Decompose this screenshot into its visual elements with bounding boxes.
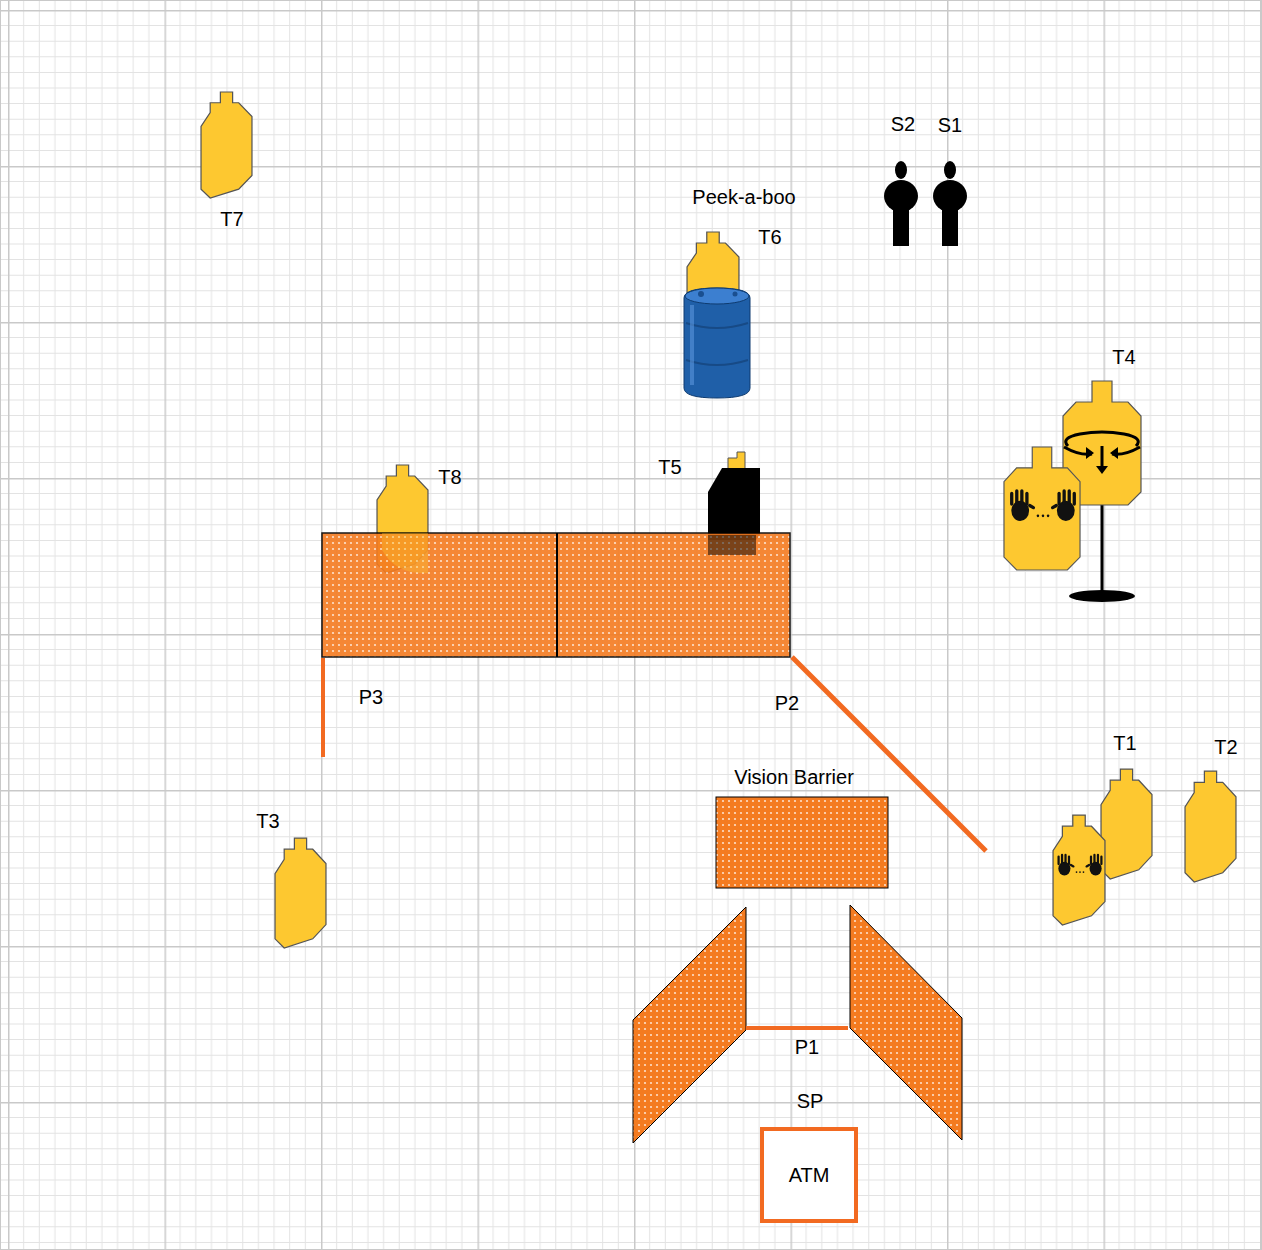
target-number: T6	[758, 226, 781, 248]
shooter-marker: S1	[938, 114, 962, 136]
target-number: T2	[1214, 736, 1237, 758]
box-text: ATM	[789, 1164, 830, 1187]
barrier-label: Vision Barrier	[734, 766, 854, 788]
target-number: T7	[220, 208, 243, 230]
position-marker: P2	[775, 692, 799, 714]
target-number: T4	[1112, 346, 1135, 368]
target-note: Peek-a-boo	[692, 186, 795, 208]
target-number: T3	[256, 810, 279, 832]
wall	[322, 533, 790, 657]
barrel	[684, 288, 750, 398]
target-number: T5	[658, 456, 681, 478]
target-number: T8	[438, 466, 461, 488]
position-marker: P3	[359, 686, 383, 708]
target-number: T1	[1113, 732, 1136, 754]
atm-box: ATM	[760, 1127, 858, 1223]
position-marker: P1	[795, 1036, 819, 1058]
shooter-marker: S2	[891, 113, 915, 135]
start-position-label: SP	[797, 1090, 824, 1112]
